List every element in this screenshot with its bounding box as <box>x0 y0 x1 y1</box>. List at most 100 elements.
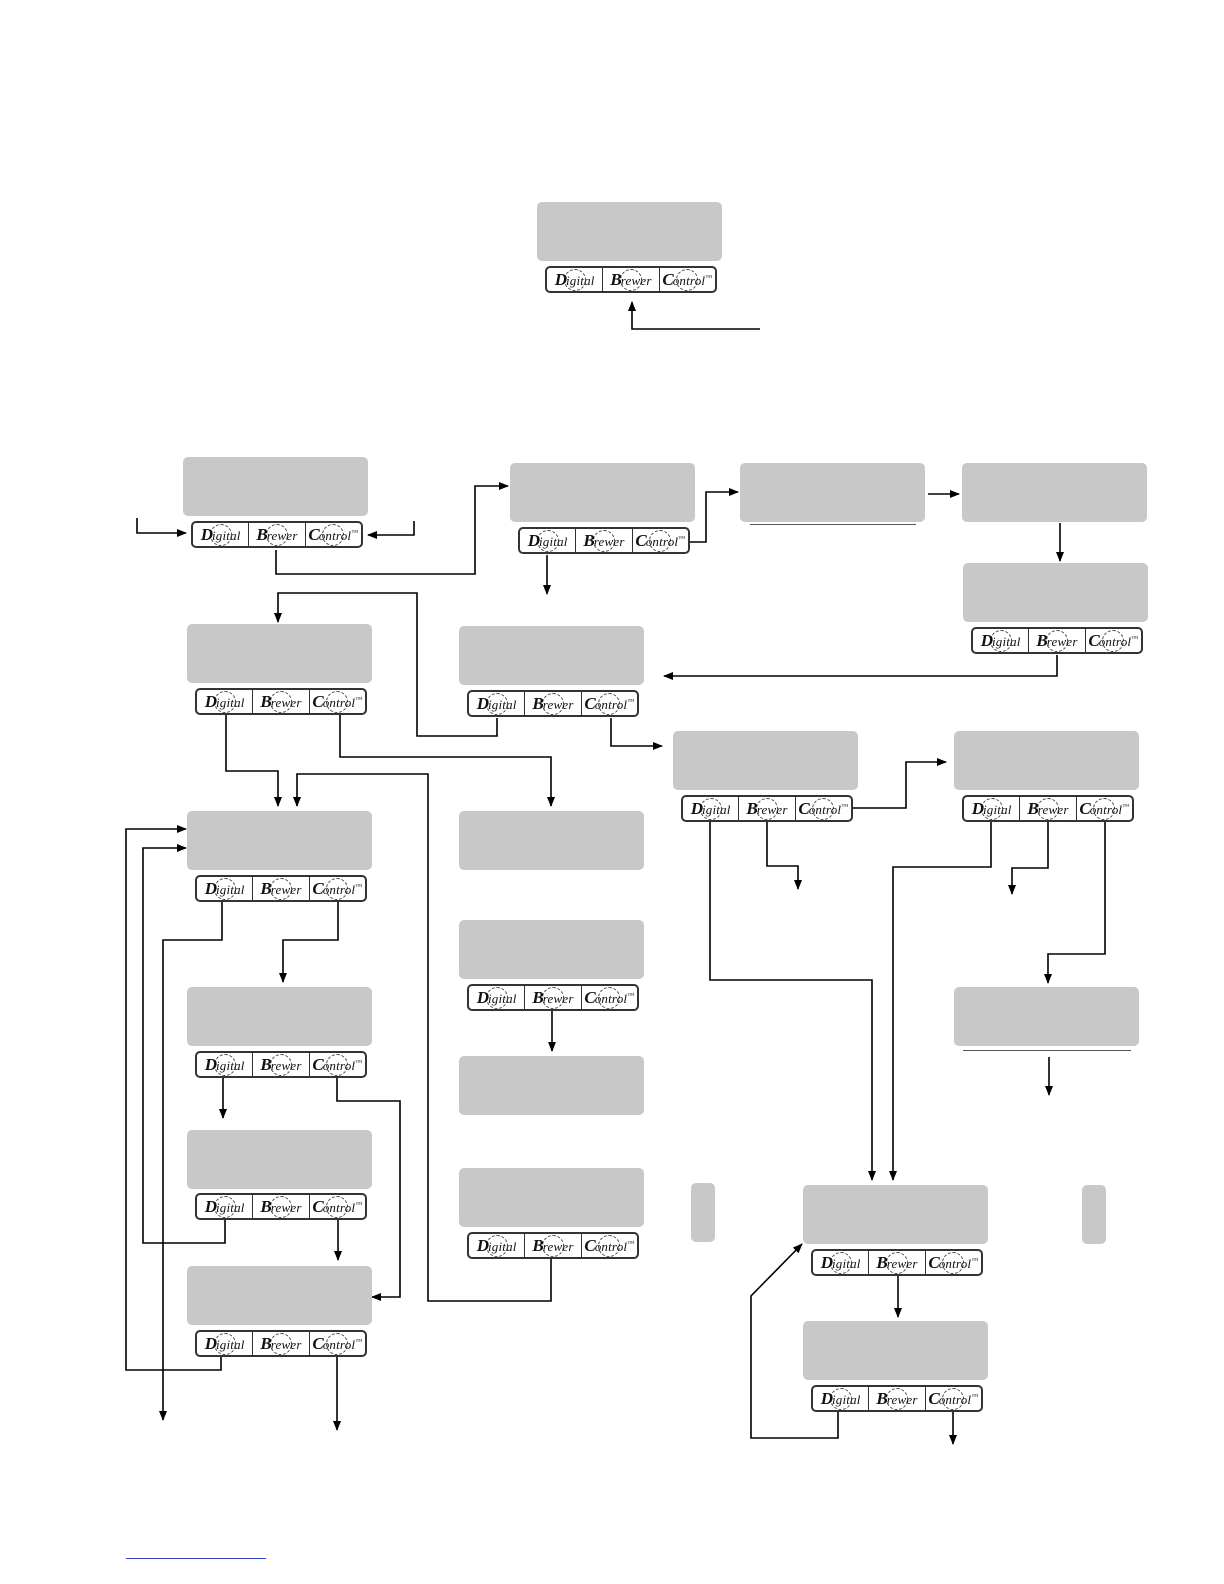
brewer-button-label: Brewer <box>610 269 652 289</box>
brewer-button-label: Brewer <box>876 1252 918 1272</box>
screen-small-2 <box>1082 1185 1106 1244</box>
screen-small-1 <box>691 1183 715 1242</box>
brewer-button[interactable]: Brewer <box>253 877 310 900</box>
control-button[interactable]: Control™ <box>660 268 715 291</box>
brewer-button[interactable]: Brewer <box>869 1251 926 1274</box>
control-button[interactable]: Control™ <box>582 692 637 715</box>
brewer-button-label: Brewer <box>746 798 788 818</box>
footer-link-underline <box>126 1558 266 1559</box>
brewer-button[interactable]: Brewer <box>1020 797 1077 820</box>
arrow-main-to-r1b <box>275 482 509 575</box>
brewer-button[interactable]: Brewer <box>525 1234 582 1257</box>
control-button[interactable]: Control™ <box>310 877 365 900</box>
arrow-l1-digital-to-l2 <box>225 714 282 807</box>
control-button[interactable]: Control™ <box>796 797 851 820</box>
control-button[interactable]: Control™ <box>310 1053 365 1076</box>
control-button[interactable]: Control™ <box>310 1332 365 1355</box>
digital-button[interactable]: Digital <box>813 1251 870 1274</box>
control-button[interactable]: Control™ <box>926 1251 981 1274</box>
brewer-button[interactable]: Brewer <box>603 268 660 291</box>
digital-button-label: Digital <box>554 269 595 289</box>
button-panel-r2-d: Digital Brewer Control™ <box>971 627 1143 654</box>
brewer-button[interactable]: Brewer <box>249 523 306 546</box>
screen-l-2 <box>187 811 372 870</box>
digital-button-label: Digital <box>476 693 517 713</box>
brewer-button[interactable]: Brewer <box>253 1332 310 1355</box>
arrow-l2-control-to-l3 <box>279 900 339 983</box>
arrow-r1-digital-to-br1 <box>889 820 992 1181</box>
brewer-button-label: Brewer <box>256 524 298 544</box>
control-button-label: Control™ <box>584 1235 635 1255</box>
digital-button[interactable]: Digital <box>973 629 1030 652</box>
screen-r2-d <box>963 563 1148 622</box>
digital-button[interactable]: Digital <box>547 268 604 291</box>
digital-button[interactable]: Digital <box>469 986 526 1009</box>
digital-button[interactable]: Digital <box>197 877 254 900</box>
digital-button[interactable]: Digital <box>197 1053 254 1076</box>
digital-button[interactable]: Digital <box>469 1234 526 1257</box>
screen-top <box>537 202 722 261</box>
brewer-button[interactable]: Brewer <box>869 1387 926 1410</box>
control-button-label: Control™ <box>798 798 849 818</box>
control-button[interactable]: Control™ <box>1077 797 1132 820</box>
digital-button-label: Digital <box>204 1054 245 1074</box>
control-button-label: Control™ <box>312 691 363 711</box>
arrow-br2-digital-loop <box>750 1243 839 1439</box>
digital-button[interactable]: Digital <box>683 797 740 820</box>
digital-button[interactable]: Digital <box>193 523 250 546</box>
digital-button[interactable]: Digital <box>813 1387 870 1410</box>
brewer-button-label: Brewer <box>260 1054 302 1074</box>
screen-r-2 <box>954 987 1139 1046</box>
button-panel-br-1: Digital Brewer Control™ <box>811 1249 983 1276</box>
arrow-l2-digital-down <box>159 900 223 1421</box>
digital-button[interactable]: Digital <box>197 690 254 713</box>
screen-main <box>183 457 368 516</box>
digital-button-label: Digital <box>204 1196 245 1216</box>
control-button[interactable]: Control™ <box>582 986 637 1009</box>
brewer-button[interactable]: Brewer <box>525 692 582 715</box>
brewer-button[interactable]: Brewer <box>739 797 796 820</box>
control-button[interactable]: Control™ <box>582 1234 637 1257</box>
screen-br-1 <box>803 1185 988 1244</box>
digital-button[interactable]: Digital <box>964 797 1021 820</box>
brewer-button[interactable]: Brewer <box>253 690 310 713</box>
digital-button-label: Digital <box>476 987 517 1007</box>
control-button[interactable]: Control™ <box>633 529 688 552</box>
button-panel-r1-b: Digital Brewer Control™ <box>518 527 690 554</box>
digital-button[interactable]: Digital <box>520 529 577 552</box>
digital-button[interactable]: Digital <box>469 692 526 715</box>
control-button[interactable]: Control™ <box>310 690 365 713</box>
control-button[interactable]: Control™ <box>926 1387 981 1410</box>
digital-button-label: Digital <box>690 798 731 818</box>
brewer-button[interactable]: Brewer <box>253 1053 310 1076</box>
arrow-r1-brewer-down <box>1008 820 1049 895</box>
control-button[interactable]: Control™ <box>306 523 361 546</box>
control-button-label: Control™ <box>308 524 359 544</box>
control-button-label: Control™ <box>928 1388 979 1408</box>
brewer-button[interactable]: Brewer <box>1029 629 1086 652</box>
brewer-button[interactable]: Brewer <box>525 986 582 1009</box>
digital-button-label: Digital <box>204 1333 245 1353</box>
brewer-button-label: Brewer <box>260 1196 302 1216</box>
divider-r-2 <box>963 1050 1131 1051</box>
digital-button[interactable]: Digital <box>197 1332 254 1355</box>
arrow-main-left-in <box>136 518 187 537</box>
digital-button[interactable]: Digital <box>197 1195 254 1218</box>
arrow-top-in <box>628 301 760 330</box>
digital-button-label: Digital <box>204 878 245 898</box>
control-button[interactable]: Control™ <box>1086 629 1141 652</box>
brewer-button-label: Brewer <box>260 691 302 711</box>
arrow-r2d-to-m1 <box>663 655 1058 680</box>
button-panel-l-4: Digital Brewer Control™ <box>195 1193 367 1220</box>
brewer-button[interactable]: Brewer <box>253 1195 310 1218</box>
control-button-label: Control™ <box>312 1196 363 1216</box>
digital-button-label: Digital <box>980 630 1021 650</box>
control-button-label: Control™ <box>928 1252 979 1272</box>
arrow-l5-digital-loop <box>125 825 222 1371</box>
arrow-main-right-in <box>367 521 415 539</box>
brewer-button[interactable]: Brewer <box>576 529 633 552</box>
arrow-m1-to-l1 <box>274 592 498 737</box>
button-panel-l-5: Digital Brewer Control™ <box>195 1330 367 1357</box>
control-button[interactable]: Control™ <box>310 1195 365 1218</box>
